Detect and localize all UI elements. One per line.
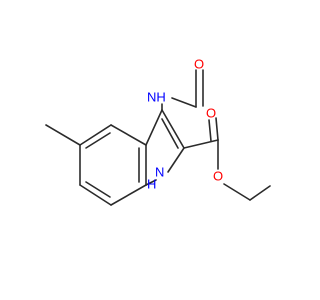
bond-c3a-c3 xyxy=(145,109,163,146)
bond-n1-c7a xyxy=(145,179,157,186)
bond-c2-ester-c xyxy=(183,139,219,149)
bond-c4-c5 xyxy=(79,124,112,146)
bond-ester-c-o-double-2 xyxy=(208,119,212,142)
ester-carbonyl-o-label: O xyxy=(206,106,216,121)
bond-c2-n1 xyxy=(167,147,185,173)
formyl-o-label: O xyxy=(194,57,204,72)
bond-ch2-ch3 xyxy=(249,185,271,201)
ring-h-label: H xyxy=(147,177,156,192)
bond-o-ch2 xyxy=(223,183,251,201)
chemical-structure-diagram: NH O N H O O xyxy=(45,57,271,206)
bond-c6-c7 xyxy=(79,184,112,206)
ester-o-label: O xyxy=(213,169,223,184)
bond-ester-c-o-double xyxy=(215,117,219,141)
bond-c3a-c4 xyxy=(110,124,147,146)
ring-n-label: N xyxy=(155,165,164,180)
bond-c5-methyl xyxy=(45,124,81,146)
bond-c4-c5-double xyxy=(85,132,111,149)
bond-nh-cho xyxy=(171,97,197,108)
bond-layer xyxy=(45,69,271,206)
amide-nh-label: NH xyxy=(147,90,166,105)
atom-label-layer: NH O N H O O xyxy=(147,57,223,192)
bond-c3-c2 xyxy=(161,109,185,149)
bond-c3-c2-double xyxy=(161,118,179,149)
bond-c6-c7-double xyxy=(85,181,111,198)
bond-c7-c7a xyxy=(110,184,147,206)
